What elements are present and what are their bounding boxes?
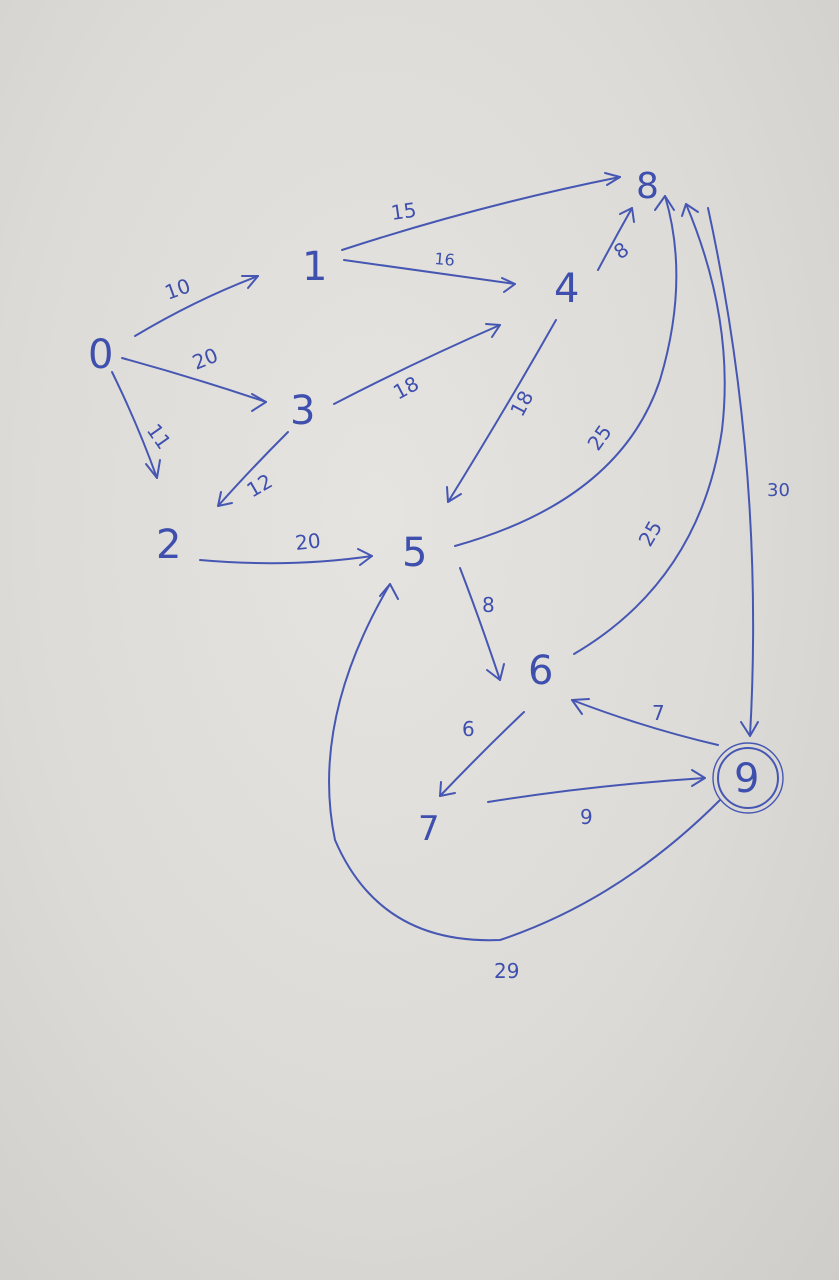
edge-2-5: 20 [199, 528, 373, 566]
edge-7-9: 9 [487, 769, 706, 829]
node-6: 6 [528, 648, 553, 694]
edge-9-6-weight: 7 [652, 701, 665, 725]
edge-0-3: 20 [121, 343, 267, 412]
edge-1-4: 16 [343, 249, 516, 293]
edge-6-7-weight: 6 [462, 717, 475, 741]
edge-0-3-weight: 20 [189, 343, 222, 375]
node-7: 7 [418, 809, 440, 849]
edge-2-5-weight: 20 [294, 528, 322, 555]
edge-8-9-weight: 30 [767, 480, 790, 501]
edge-0-2: 11 [111, 371, 176, 479]
edge-8-9: 30 [707, 207, 790, 737]
edge-5-8: 25 [454, 195, 678, 547]
edge-4-8: 8 [597, 207, 635, 271]
edge-9-5: 29 [328, 583, 721, 983]
edge-5-6-weight: 8 [482, 593, 495, 617]
edge-0-1: 10 [134, 273, 259, 337]
edge-6-7: 6 [439, 711, 525, 797]
node-5: 5 [402, 530, 427, 576]
node-9-ring [717, 747, 779, 809]
node-9-outer-ring [712, 742, 784, 814]
edge-1-8: 15 [341, 172, 621, 251]
node-4: 4 [554, 266, 579, 312]
edge-4-8-weight: 8 [609, 237, 633, 264]
edge-9-6: 7 [571, 698, 719, 746]
edge-1-8-weight: 15 [389, 198, 418, 225]
node-9: 9 [734, 756, 759, 802]
edge-9-5-weight: 29 [494, 959, 519, 983]
edge-5-6: 8 [459, 567, 505, 681]
node-0: 0 [88, 332, 113, 378]
edge-5-8-weight: 25 [582, 420, 616, 455]
edge-3-4: 18 [333, 323, 501, 405]
edge-4-5: 18 [446, 319, 557, 503]
node-3: 3 [290, 388, 315, 434]
edge-0-2-weight: 11 [142, 419, 176, 454]
edge-0-1-weight: 10 [162, 273, 194, 304]
node-8: 8 [636, 166, 659, 207]
edge-3-2: 12 [217, 431, 289, 507]
edge-3-4-weight: 18 [389, 371, 423, 404]
edge-4-5-weight: 18 [505, 387, 538, 421]
edge-6-8-weight: 25 [634, 516, 668, 550]
edge-7-9-weight: 9 [580, 805, 593, 829]
edge-1-4-weight: 16 [434, 249, 456, 270]
node-2: 2 [156, 522, 181, 568]
node-1: 1 [302, 244, 327, 290]
